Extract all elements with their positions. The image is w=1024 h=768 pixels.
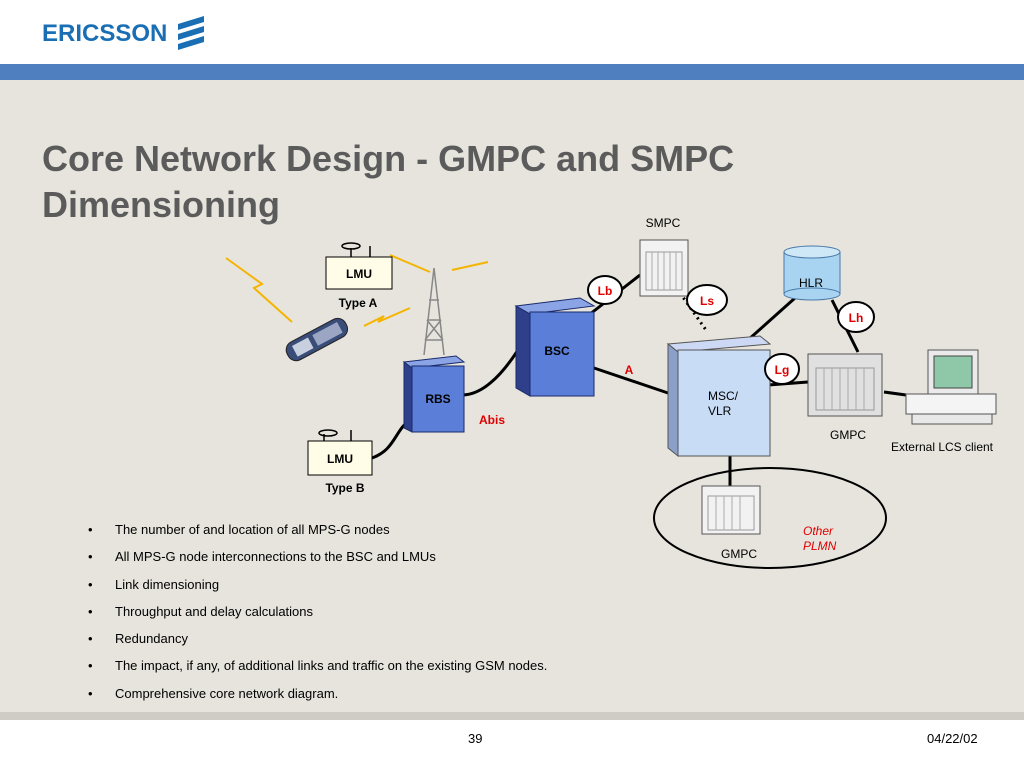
- interface-lh: Lh: [837, 301, 875, 333]
- bullet-item: • The number of and location of all MPS-G…: [88, 520, 688, 547]
- bullet-dot: •: [88, 522, 93, 537]
- interface-lb: Lb: [587, 275, 623, 305]
- abis-interface-label: Abis: [479, 413, 505, 427]
- other-plmn-line2: PLMN: [803, 539, 837, 553]
- bsc-cabinet-icon: BSC: [514, 297, 596, 397]
- type-a-label: Type A: [339, 296, 378, 310]
- lightning-icons: [225, 254, 489, 327]
- bullet-dot: •: [88, 549, 93, 565]
- antenna-tower-icon: [423, 267, 445, 356]
- hlr-label: HLR: [799, 276, 823, 290]
- other-gmpc-label: GMPC: [721, 547, 757, 561]
- bullet-text: All MPS-G node interconnections to the B…: [115, 549, 436, 565]
- footer: [0, 720, 1024, 768]
- lightning-icon: [225, 257, 293, 323]
- footer-divider-bar: [0, 712, 1024, 720]
- bullet-item: • All MPS-G node interconnections to the …: [88, 547, 688, 574]
- footer-date: 04/22/02: [927, 731, 978, 746]
- top-accent-bar: [0, 64, 1024, 80]
- hlr-database-icon: HLR: [783, 245, 841, 301]
- gmpc-server-icon: [807, 353, 883, 417]
- slide-title-line2: Dimensioning: [42, 184, 281, 225]
- lg-label: Lg: [775, 363, 790, 377]
- bullet-text: Comprehensive core network diagram.: [115, 685, 339, 701]
- computer-icon: [905, 349, 997, 425]
- bullet-text: Redundancy: [115, 631, 188, 647]
- link-smpc-msc-dotted: [678, 292, 708, 331]
- ericsson-logo-text: ERICSSON: [42, 20, 168, 47]
- a-interface-label: A: [625, 363, 634, 377]
- mobile-phone-icon: [285, 317, 349, 362]
- lightning-icon: [451, 261, 489, 271]
- page-number: 39: [468, 731, 483, 746]
- bullet-item: • Link dimensioning: [88, 575, 688, 602]
- bullet-text: The impact, if any, of additional links …: [115, 658, 548, 674]
- bullet-dot: •: [88, 631, 93, 647]
- link-bsc-msc: [593, 366, 669, 395]
- bullet-list: • The number of and location of all MPS-G…: [88, 520, 688, 711]
- link-gmpc-client: [883, 390, 907, 397]
- link-msc-hlr: [747, 296, 796, 342]
- ls-label: Ls: [700, 294, 714, 308]
- lightning-icon: [389, 254, 431, 273]
- bullet-dot: •: [88, 603, 93, 619]
- bullet-text: The number of and location of all MPS-G …: [115, 522, 390, 537]
- rbs-cabinet-icon: RBS: [402, 355, 466, 433]
- bullet-dot: •: [88, 576, 93, 592]
- slide-title-line1: Core Network Design - GMPC and SMPC: [42, 138, 735, 179]
- bullet-text: Link dimensioning: [115, 576, 220, 592]
- gmpc-label: GMPC: [830, 428, 866, 442]
- type-b-label: Type B: [325, 481, 364, 495]
- lmu-a-label: LMU: [346, 267, 372, 281]
- link-rbs-bsc: [461, 349, 520, 397]
- other-gmpc-server-icon: [701, 485, 761, 535]
- msc-label-line1: MSC/: [708, 389, 739, 403]
- header: ERICSSON: [0, 0, 1024, 64]
- bullet-item: • Redundancy: [88, 629, 688, 656]
- bullet-text: Throughput and delay calculations: [115, 603, 314, 619]
- interface-lg: Lg: [764, 353, 800, 385]
- lightning-icon: [363, 307, 411, 327]
- slide-title: Core Network Design - GMPC and SMPC Dime…: [42, 136, 842, 228]
- lb-label: Lb: [598, 284, 613, 298]
- smpc-server-icon: [639, 239, 689, 297]
- lmu-b-label: LMU: [327, 452, 353, 466]
- msc-vlr-node-icon: MSC/ VLR: [666, 335, 772, 458]
- lmu-type-b: LMU Type B: [307, 429, 373, 495]
- bullet-item: • Comprehensive core network diagram.: [88, 684, 688, 711]
- msc-label-line2: VLR: [708, 404, 732, 418]
- external-client-label: External LCS client: [891, 440, 994, 454]
- other-plmn-boundary: [653, 467, 887, 569]
- other-plmn-line1: Other: [803, 524, 834, 538]
- interface-ls: Ls: [686, 284, 728, 316]
- lh-label: Lh: [849, 311, 864, 325]
- lmu-type-a: LMU Type A: [325, 242, 393, 310]
- bullet-dot: •: [88, 685, 93, 701]
- bullet-dot: •: [88, 658, 93, 674]
- bullet-item: • The impact, if any, of additional links…: [88, 656, 688, 683]
- rbs-label: RBS: [425, 392, 450, 406]
- bsc-label: BSC: [544, 344, 570, 358]
- smpc-label: SMPC: [646, 216, 681, 230]
- bullet-item: • Throughput and delay calculations: [88, 602, 688, 629]
- ericsson-logo-icon: [178, 16, 204, 50]
